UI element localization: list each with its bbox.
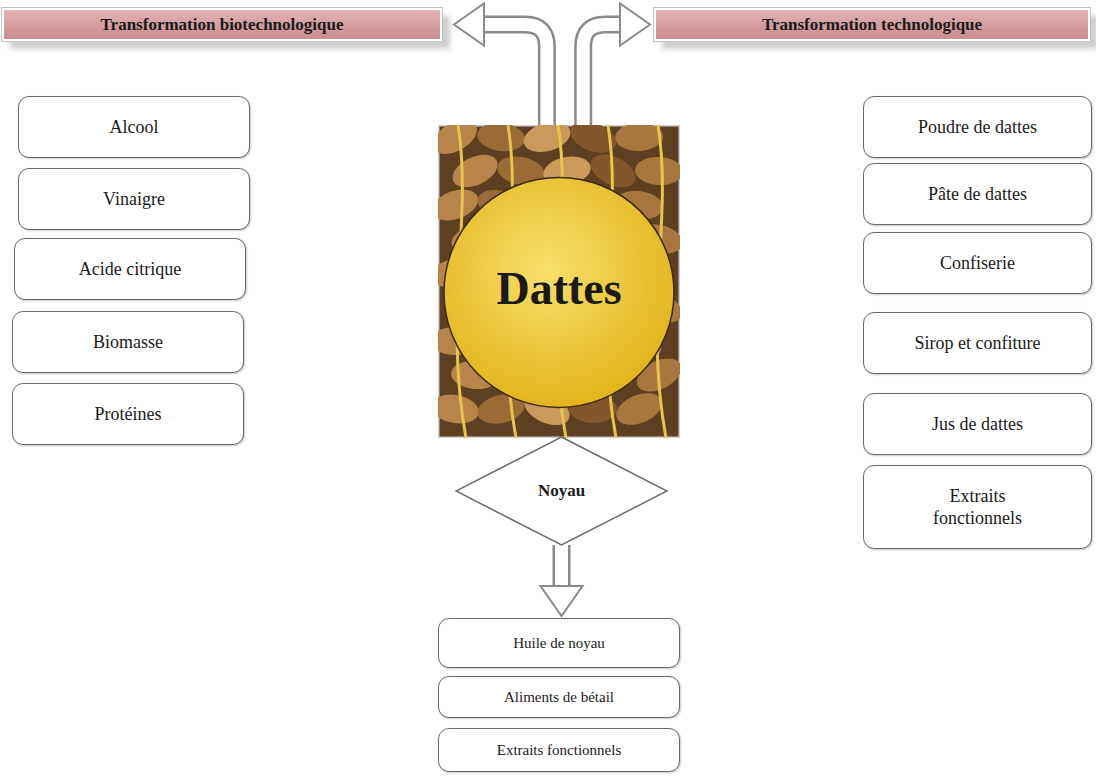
- text-stack: Sirop et confiture: [915, 332, 1041, 355]
- product-box: Jus de dattes: [863, 393, 1092, 455]
- text-stack: Huile de noyau: [513, 634, 605, 653]
- product-box: Confiserie: [863, 232, 1092, 294]
- product-box: Sirop et confiture: [863, 312, 1092, 374]
- arrow-heads: [454, 4, 484, 46]
- product-box: Poudre de dattes: [863, 96, 1092, 158]
- node-label: Acide citrique: [79, 258, 181, 281]
- date-fruit: [634, 156, 680, 186]
- text-stack: Noyau: [538, 480, 585, 501]
- header-text: Transformation technologique: [762, 14, 982, 35]
- arrow-head: [454, 4, 484, 46]
- text-stack: Biomasse: [93, 331, 163, 354]
- date-fruit: [476, 125, 527, 154]
- text-stack: Confiserie: [940, 252, 1015, 275]
- arrow-shaft-fill: [555, 545, 568, 587]
- arrow-shaft-fill: [483, 25, 547, 132]
- text-stack: Extraits fonctionnels: [497, 741, 622, 760]
- product-box: Pâte de dattes: [863, 163, 1092, 225]
- arrow-shaft-outline: [583, 25, 621, 132]
- date-fruit: [615, 125, 664, 152]
- text-stack: Acide citrique: [79, 258, 181, 281]
- text-stack: Poudre de dattes: [918, 116, 1037, 139]
- arrow-shaft-outline: [483, 25, 547, 132]
- arrow-heads: [620, 4, 650, 46]
- node-label: Confiserie: [940, 252, 1015, 275]
- node-label: Protéines: [95, 403, 162, 426]
- product-box: Protéines: [12, 383, 244, 445]
- yellow-circle: [444, 177, 674, 407]
- text-stack: Pâte de dattes: [928, 183, 1027, 206]
- text-stack: Transformation technologique: [762, 14, 982, 35]
- node-label: Aliments de bétail: [504, 688, 614, 707]
- hollow-arrow: [541, 545, 583, 616]
- arrow-head: [541, 586, 583, 616]
- node-label: Pâte de dattes: [928, 183, 1027, 206]
- node-label: Extraits fonctionnels: [913, 485, 1043, 530]
- hollow-arrow: [454, 4, 547, 132]
- product-box: Biomasse: [12, 311, 244, 373]
- decision-diamond: Noyau: [455, 436, 668, 546]
- header-band: Transformation technologique: [654, 8, 1090, 41]
- node-label: Biomasse: [93, 331, 163, 354]
- node-label: Noyau: [538, 480, 585, 501]
- header-text: Transformation biotechnologique: [101, 14, 344, 35]
- text-stack: Jus de dattes: [932, 413, 1023, 436]
- text-stack: Alcool: [110, 116, 159, 139]
- text-stack: Protéines: [95, 403, 162, 426]
- product-box: Aliments de bétail: [438, 676, 680, 718]
- hollow-arrow: [583, 4, 650, 132]
- node-label: Vinaigre: [103, 188, 165, 211]
- product-box: Alcool: [18, 96, 250, 158]
- date-fruit: [447, 148, 502, 194]
- date-fruit: [520, 125, 574, 157]
- node-label: Jus de dattes: [932, 413, 1023, 436]
- arrow-head: [620, 4, 650, 46]
- node-label: Alcool: [110, 116, 159, 139]
- arrow-shaft-fill: [583, 25, 621, 132]
- header-band: Transformation biotechnologique: [2, 8, 442, 41]
- node-label: Huile de noyau: [513, 634, 605, 653]
- arrow-shaft-outline: [553, 545, 571, 587]
- node-label: Extraits fonctionnels: [497, 741, 622, 760]
- product-box: Extraits fonctionnels: [438, 728, 680, 772]
- dates-picture: Dattes: [438, 125, 680, 438]
- diamond-shape: [456, 437, 667, 545]
- product-box: Extraits fonctionnels: [863, 465, 1092, 549]
- product-box: Acide citrique: [14, 238, 246, 300]
- arrow-heads: [541, 586, 583, 616]
- text-stack: Aliments de bétail: [504, 688, 614, 707]
- text-stack: Extraits fonctionnels: [913, 485, 1043, 530]
- node-label: Poudre de dattes: [918, 116, 1037, 139]
- text-stack: Dattes: [496, 260, 621, 318]
- product-box: Huile de noyau: [438, 618, 680, 668]
- node-label: Sirop et confiture: [915, 332, 1041, 355]
- text-stack: Transformation biotechnologique: [101, 14, 344, 35]
- product-box: Vinaigre: [18, 168, 250, 230]
- text-stack: Vinaigre: [103, 188, 165, 211]
- node-label: Dattes: [496, 260, 621, 318]
